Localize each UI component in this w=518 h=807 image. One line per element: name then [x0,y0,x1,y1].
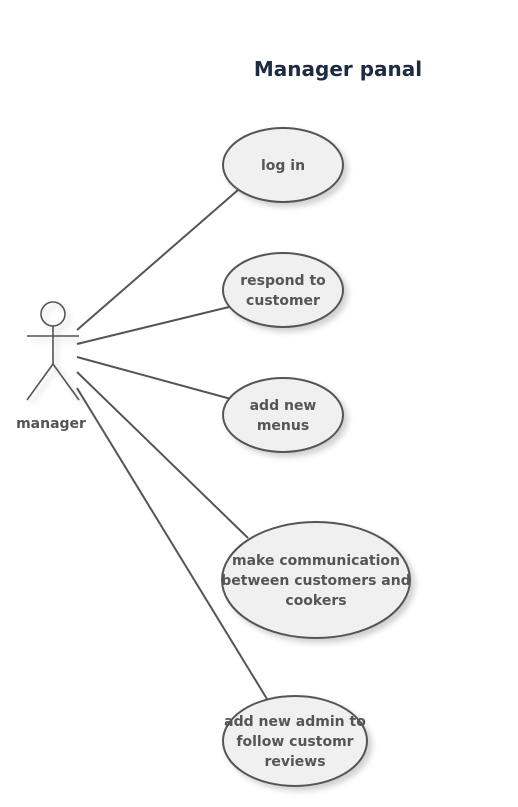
use-case-label-line: add new admin to [224,714,366,730]
association-line-add-new-admin [76,387,268,700]
diagram-title: Manager panal [254,57,422,81]
use-case-log-in: log in [222,127,344,203]
use-case-label-line: menus [257,418,309,434]
use-case-respond-to-customer: respond to customer [222,252,344,328]
stick-figure-icon [26,301,80,401]
use-case-label-line: respond to [240,273,326,289]
association-line-add-new-menus [76,356,232,400]
use-case-label-line: add new [250,398,317,414]
use-case-ellipse [222,127,344,203]
use-cases: log in respond to customer add new menus make… [221,127,411,787]
use-case-label-line: between customers and [221,573,411,589]
use-case-label-line: follow customr [236,734,353,750]
use-case-label-line: reviews [264,754,325,770]
association-line-respond-to-customer [76,306,230,345]
use-case-label-line: customer [246,293,320,309]
association-lines [76,189,268,700]
use-case-add-new-admin: add new admin to follow customr reviews [222,695,368,787]
use-case-label-line: log in [261,158,305,174]
association-line-make-communication [76,371,249,539]
actor-manager: manager [16,301,86,432]
use-case-make-communication: make communication between customers and c… [221,521,411,639]
use-case-ellipse [222,695,368,787]
use-case-add-new-menus: add new menus [222,377,344,453]
use-case-ellipse [221,521,411,639]
use-case-ellipse [222,377,344,453]
use-case-label-line: make communication [232,553,400,569]
association-line-log-in [76,189,239,331]
use-case-label-line: cookers [285,593,346,609]
actor-label: manager [16,416,86,432]
use-case-ellipse [222,252,344,328]
